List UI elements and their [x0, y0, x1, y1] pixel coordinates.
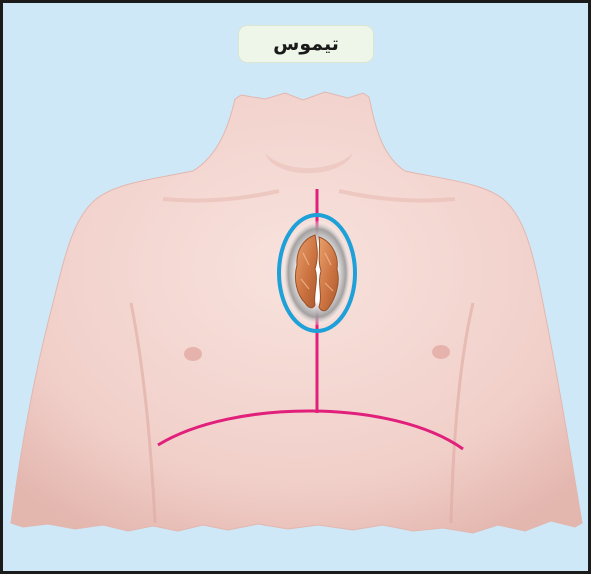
organ-label: تیموس	[273, 33, 339, 55]
torso-illustration	[3, 3, 588, 571]
left-nipple	[184, 347, 202, 361]
organ-label-box: تیموس	[239, 26, 373, 62]
thymus-halo	[283, 221, 351, 325]
right-nipple	[432, 345, 450, 359]
